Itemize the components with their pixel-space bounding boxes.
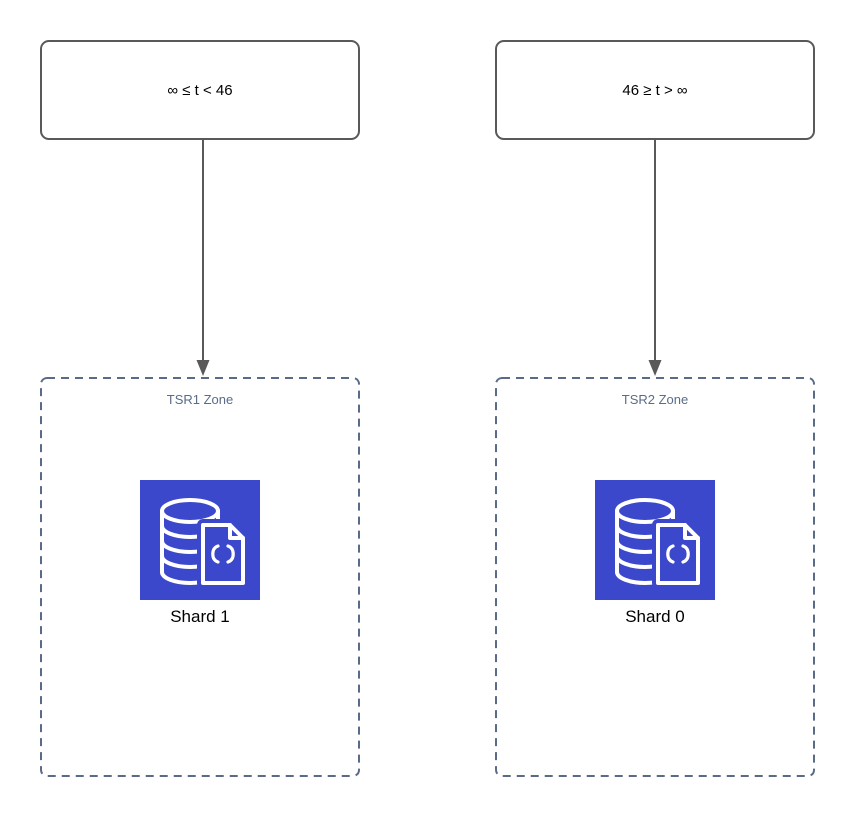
condition-node-1: ∞ ≤ t < 46	[40, 40, 360, 140]
condition-node-2: 46 ≥ t > ∞	[495, 40, 815, 140]
arrow-down-2	[648, 140, 662, 376]
arrow-down-1	[196, 140, 210, 376]
zone-tsr1: TSR1 Zone	[40, 377, 360, 777]
shard-1-node: Shard 1	[40, 480, 360, 627]
condition-node-1-label: ∞ ≤ t < 46	[167, 81, 233, 99]
zone-tsr2-title: TSR2 Zone	[621, 392, 689, 407]
zone-tsr2: TSR2 Zone	[495, 377, 815, 777]
zone-tsr1-border	[40, 377, 360, 777]
zone-tsr1-title: TSR1 Zone	[166, 392, 234, 407]
zone-tsr2-border	[495, 377, 815, 777]
condition-node-2-label: 46 ≥ t > ∞	[622, 81, 688, 99]
shard-0-label: Shard 0	[625, 607, 685, 626]
shard-0-node: Shard 0	[495, 480, 815, 627]
database-document-icon	[140, 480, 260, 600]
database-document-icon	[595, 480, 715, 600]
shard-1-label: Shard 1	[170, 607, 230, 626]
